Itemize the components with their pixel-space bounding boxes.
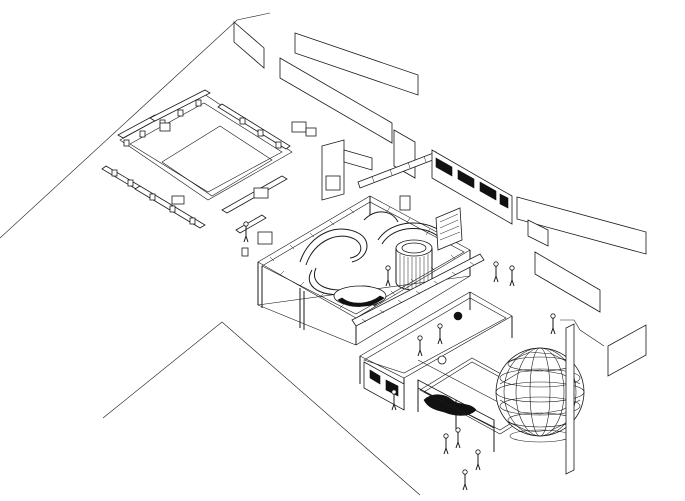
- visitor-figure: [462, 469, 468, 491]
- wall-panel-4: [516, 196, 647, 255]
- visitor-figure: [443, 433, 449, 455]
- table-segments: [101, 89, 291, 234]
- workshop-table-ring: [101, 89, 317, 257]
- visitor-figure: [243, 221, 249, 243]
- wall-panel-2: [294, 32, 419, 96]
- visitor-figure: [417, 335, 423, 357]
- visitor-figure: [475, 449, 481, 471]
- visitor-figure: [455, 427, 461, 449]
- geodesic-dome: [495, 347, 585, 443]
- banner-wall-graphics: [435, 157, 509, 209]
- wall-panel-3: [279, 57, 393, 144]
- visitor-figure: [493, 261, 499, 283]
- round-decal: [453, 311, 463, 321]
- main-truss-pavilion: [256, 139, 513, 346]
- wall-panel-8: [527, 219, 549, 247]
- floating-wall-panels: [233, 21, 647, 377]
- workshop-furniture: [111, 99, 317, 257]
- visitor-figures: [243, 221, 556, 491]
- wall-panel-6: [607, 324, 647, 377]
- gate-frame: [321, 139, 345, 201]
- visitor-figure: [509, 265, 515, 287]
- cylinder-installation: [363, 195, 463, 291]
- wall-panel-1: [233, 21, 265, 69]
- wall-panel-5: [534, 251, 601, 313]
- visitor-figure: [550, 313, 556, 335]
- visitor-figure: [437, 323, 443, 345]
- spiral-ramp: [299, 228, 387, 307]
- dome-lattice: [495, 347, 585, 437]
- site-boundary: [0, 12, 421, 496]
- visitor-figure: [391, 389, 397, 411]
- visitor-figure: [385, 265, 391, 287]
- side-wall: [560, 319, 605, 475]
